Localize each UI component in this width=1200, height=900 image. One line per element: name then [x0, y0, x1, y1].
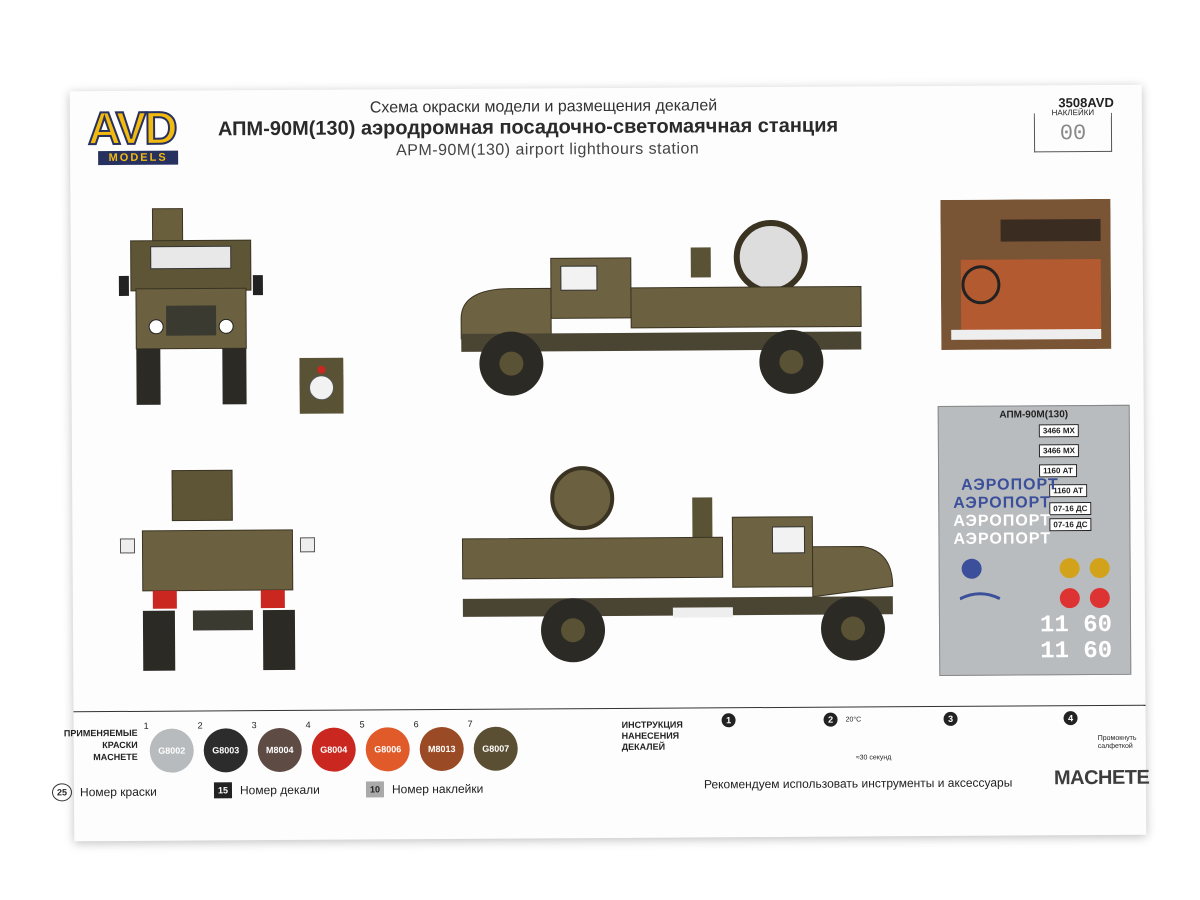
decal-plate: 3466 МХ	[1038, 424, 1079, 438]
paint-number: 4	[305, 719, 311, 730]
decal-sheet-title: АПМ-90М(130)	[999, 409, 1069, 421]
logo-subtext: MODELS	[98, 150, 179, 166]
sticker-number-icon: 10	[365, 781, 385, 798]
paint-number: 6	[413, 719, 419, 730]
instruction-sheet: AVD MODELS Схема окраски модели и размещ…	[51, 84, 1150, 842]
paint-swatch: G8007	[473, 726, 518, 771]
decal-word-white: АЭРОПОРТ	[953, 530, 1052, 548]
recommend-text: Рекомендуем использовать инструменты и а…	[703, 775, 1013, 792]
step-temp: 20°C	[845, 716, 862, 724]
paint-swatch: G8004	[311, 727, 356, 772]
avd-logo: AVD MODELS	[87, 101, 180, 170]
divider	[73, 704, 1146, 713]
decal-number-icon: 15	[213, 782, 233, 799]
paint-number: 1	[143, 720, 149, 731]
truck-side-left-view	[460, 220, 862, 396]
truck-side-right-view	[461, 466, 894, 663]
cab-interior-detail	[940, 198, 1112, 350]
legend-decal: 15 Номер декали	[213, 782, 320, 799]
legend-decal-label: Номер декали	[239, 782, 320, 798]
step-badge: 1	[721, 713, 736, 728]
decal-plate: 07-16 ДС	[1049, 518, 1092, 532]
step-blot: Промокнуть салфеткой	[1097, 734, 1137, 751]
paint-number: 7	[467, 718, 473, 729]
legend-sticker-label: Номер наклейки	[391, 781, 484, 797]
instructions-label: ИНСТРУКЦИЯ НАНЕСЕНИЯ ДЕКАЛЕЙ	[621, 719, 683, 752]
step-time: ≈30 секунд	[855, 754, 892, 762]
logo-text: AVD	[87, 101, 177, 156]
decal-word-white: АЭРОПОРТ	[953, 512, 1052, 530]
decal-big-plate: 11 60	[1039, 611, 1113, 640]
stickers-label: НАКЛЕЙКИ	[1034, 107, 1111, 118]
truck-rear-view	[119, 469, 316, 671]
decal-word-blue: АЭРОПОРТ	[961, 476, 1059, 494]
paint-number: 3	[251, 720, 257, 731]
decal-plate: 07-16 ДС	[1049, 502, 1092, 516]
stickers-value: 00	[1059, 121, 1087, 147]
truck-front-view	[118, 208, 263, 405]
paint-number: 5	[359, 719, 365, 730]
stickers-box: НАКЛЕЙКИ 00	[1033, 107, 1113, 153]
decal-sheet: АПМ-90М(130) 3466 МХ 3466 МХ 1160 АТ 116…	[937, 404, 1132, 676]
title-russian: Схема окраски модели и размещения декале…	[369, 97, 718, 117]
step-badge: 2	[823, 712, 838, 727]
paint-swatch: M8004	[257, 727, 302, 773]
decal-big-plate: 11 60	[1040, 637, 1113, 666]
page-title: АПМ-90М(130) аэродромная посадочно-свето…	[217, 114, 839, 141]
decal-word-blue: АЭРОПОРТ	[953, 494, 1051, 512]
decal-plate: 3466 МХ	[1038, 444, 1080, 458]
legend-paint-label: Номер краски	[79, 784, 157, 800]
step-badge: 4	[1063, 711, 1078, 726]
paint-swatch: M8013	[419, 726, 464, 772]
step-badge: 3	[943, 711, 958, 726]
legend-sticker: 10 Номер наклейки	[365, 781, 484, 798]
paint-swatch: G8006	[365, 727, 410, 772]
title-english: APM-90M(130) airport lighthours station	[396, 140, 700, 160]
paint-swatch: G8002	[149, 728, 194, 773]
decal-emblems	[959, 557, 1110, 609]
machete-logo: MACHETE	[1053, 766, 1150, 790]
paint-number: 2	[197, 720, 203, 731]
paints-label: ПРИМЕНЯЕМЫЕ КРАСКИ MACHETE	[63, 727, 138, 763]
paint-number-icon: 25	[51, 783, 73, 802]
mirror-detail	[299, 357, 344, 414]
legend-paint: 25 Номер краски	[51, 783, 157, 802]
paint-swatch: G8003	[203, 728, 248, 773]
